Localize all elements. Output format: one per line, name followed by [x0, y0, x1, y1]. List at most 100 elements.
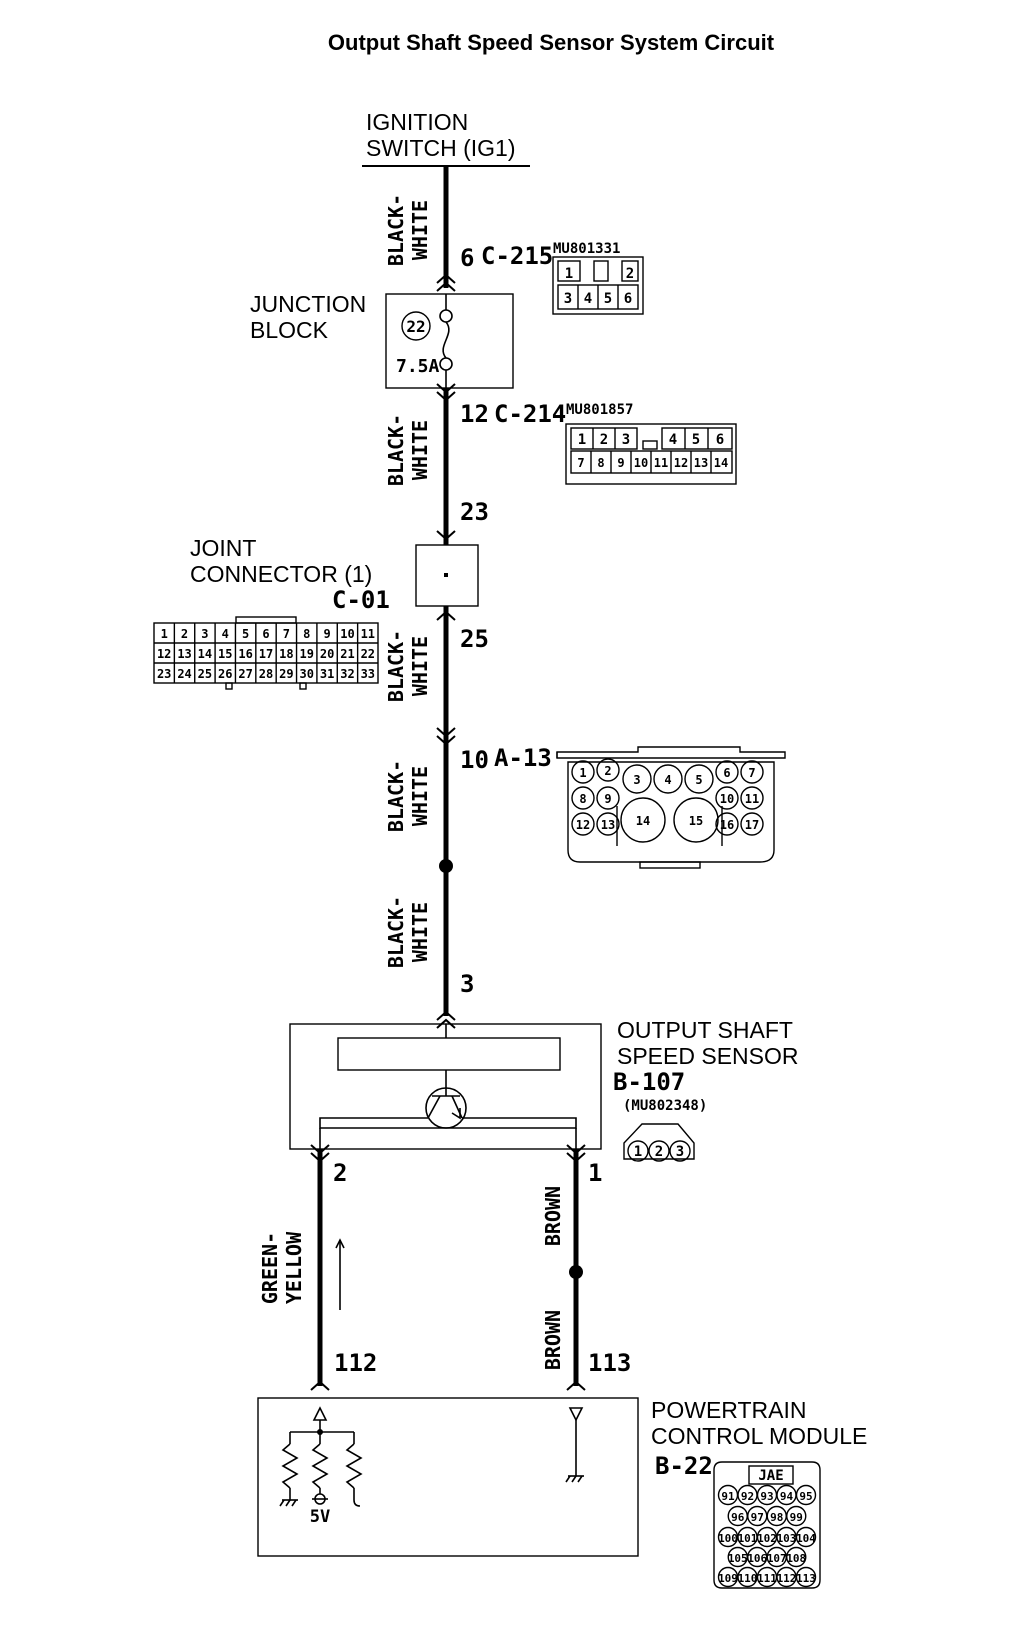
pcm-box [257, 1397, 639, 1557]
svg-text:3: 3 [676, 1144, 684, 1160]
svg-text:97: 97 [751, 1511, 764, 1524]
svg-text:1: 1 [565, 266, 573, 282]
transistor-symbol [319, 1024, 577, 1149]
svg-text:33: 33 [361, 667, 375, 681]
svg-text:7: 7 [283, 627, 290, 641]
pin-2: 2 [333, 1159, 347, 1187]
svg-text:WHITE: WHITE [408, 200, 432, 260]
svg-text:6: 6 [262, 627, 269, 641]
svg-text:8: 8 [597, 456, 604, 470]
svg-text:WHITE: WHITE [408, 420, 432, 480]
junction-label-line2: BLOCK [250, 317, 329, 343]
pin-12: 12 [460, 400, 489, 428]
svg-text:23: 23 [157, 667, 171, 681]
svg-text:12: 12 [576, 818, 590, 832]
svg-text:108: 108 [786, 1552, 806, 1565]
pin-23: 23 [460, 498, 489, 526]
svg-text:8: 8 [579, 792, 586, 806]
svg-text:10: 10 [720, 792, 734, 806]
svg-text:6: 6 [624, 291, 632, 307]
svg-text:BLACK-: BLACK- [384, 194, 408, 266]
svg-text:2: 2 [626, 266, 634, 282]
pin-1: 1 [588, 1159, 602, 1187]
svg-text:10: 10 [340, 627, 354, 641]
svg-text:14: 14 [714, 456, 728, 470]
svg-text:18: 18 [279, 647, 293, 661]
svg-text:WHITE: WHITE [408, 766, 432, 826]
svg-text:1: 1 [578, 432, 586, 448]
svg-text:25: 25 [198, 667, 212, 681]
junction-label-line1: JUNCTION [250, 291, 366, 317]
pin-6: 6 [460, 244, 474, 272]
svg-text:29: 29 [279, 667, 293, 681]
wire-label-4: BLACK- WHITE [384, 760, 432, 832]
svg-text:14: 14 [198, 647, 212, 661]
svg-text:GREEN-: GREEN- [258, 1232, 282, 1304]
svg-text:4: 4 [222, 627, 229, 641]
c215-id: C-215 [481, 242, 553, 270]
svg-text:28: 28 [259, 667, 273, 681]
connector-c214: 1 2 3 4 5 6 7 8 9 10 11 12 13 14 [565, 423, 737, 485]
wire-label-5: BLACK- WHITE [384, 896, 432, 968]
pin-3: 3 [460, 970, 474, 998]
svg-text:30: 30 [300, 667, 314, 681]
svg-text:95: 95 [799, 1490, 812, 1503]
svg-text:4: 4 [584, 291, 592, 307]
svg-text:9: 9 [323, 627, 330, 641]
pin-25: 25 [460, 625, 489, 653]
svg-text:2: 2 [181, 627, 188, 641]
svg-text:4: 4 [669, 432, 677, 448]
svg-text:21: 21 [340, 647, 354, 661]
svg-text:11: 11 [361, 627, 375, 641]
svg-text:3: 3 [633, 773, 640, 787]
svg-text:96: 96 [731, 1511, 745, 1524]
svg-text:24: 24 [177, 667, 191, 681]
svg-text:7: 7 [748, 766, 755, 780]
sensor-label-line1: OUTPUT SHAFT [617, 1017, 793, 1043]
pcm-input-circuit [279, 1406, 363, 1507]
svg-text:BLACK-: BLACK- [384, 896, 408, 968]
wire-label-green-yellow: GREEN- YELLOW [258, 1231, 306, 1304]
c01-id: C-01 [332, 586, 390, 614]
joint-connector-box [415, 544, 479, 607]
svg-text:15: 15 [218, 647, 232, 661]
svg-text:1: 1 [161, 627, 168, 641]
svg-text:1: 1 [579, 766, 586, 780]
svg-text:3: 3 [622, 432, 630, 448]
svg-text:105: 105 [728, 1552, 748, 1565]
svg-text:2: 2 [600, 432, 608, 448]
svg-text:92: 92 [741, 1490, 754, 1503]
svg-text:5: 5 [604, 291, 612, 307]
junction-block-box [385, 293, 514, 389]
svg-text:16: 16 [238, 647, 252, 661]
svg-text:5: 5 [242, 627, 249, 641]
fuse-number-circle [401, 311, 431, 341]
svg-text:5: 5 [695, 773, 702, 787]
svg-text:11: 11 [654, 456, 668, 470]
sensor-id: B-107 [613, 1068, 685, 1096]
splice-point-2 [569, 1265, 583, 1279]
svg-text:7: 7 [577, 456, 584, 470]
b107-part: (MU802348) [623, 1098, 707, 1114]
svg-text:19: 19 [300, 647, 314, 661]
svg-text:9: 9 [604, 792, 611, 806]
svg-text:YELLOW: YELLOW [282, 1231, 306, 1304]
svg-text:102: 102 [757, 1532, 777, 1545]
wire-label-1: BLACK- WHITE [384, 194, 432, 266]
svg-text:91: 91 [721, 1490, 735, 1503]
svg-text:6: 6 [716, 432, 724, 448]
svg-text:17: 17 [745, 818, 759, 832]
svg-text:13: 13 [177, 647, 191, 661]
svg-text:93: 93 [760, 1490, 773, 1503]
ignition-label-line2: SWITCH (IG1) [366, 135, 516, 161]
joint-label-line1: JOINT [190, 535, 256, 561]
svg-text:13: 13 [694, 456, 708, 470]
svg-text:13: 13 [601, 818, 615, 832]
wire-label-3: BLACK- WHITE [384, 630, 432, 702]
svg-text:6: 6 [723, 766, 730, 780]
svg-text:31: 31 [320, 667, 334, 681]
svg-text:9: 9 [617, 456, 624, 470]
